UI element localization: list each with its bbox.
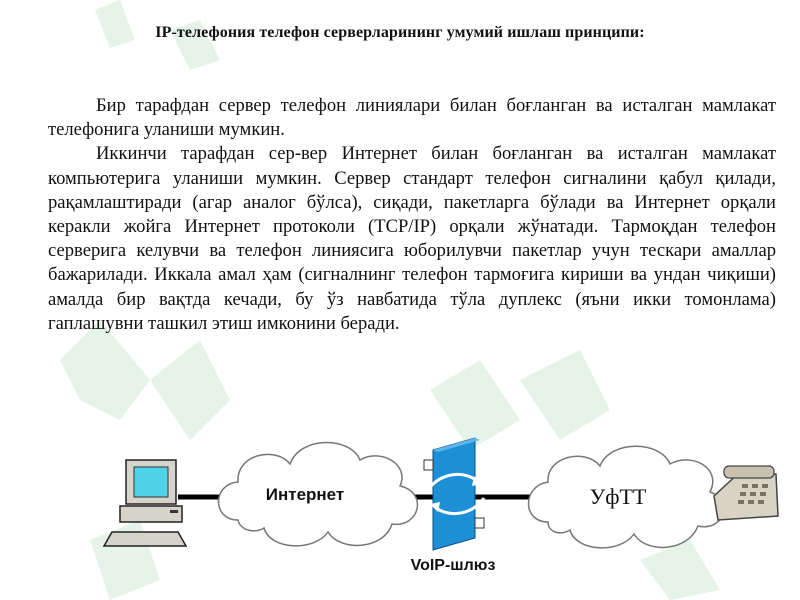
paragraph-2: Иккинчи тарафдан сер-вер Интернет билан … (48, 143, 776, 334)
internet-cloud: Интернет (217, 441, 419, 547)
computer-icon (102, 459, 188, 547)
phone-icon (713, 465, 779, 521)
voip-diagram: Интернет VoIP-шлюз УфТТ (102, 437, 779, 574)
cloud-icon (217, 441, 419, 547)
cloud-icon (527, 445, 725, 549)
internet-label: Интернет (266, 485, 344, 504)
pstn-cloud: УфТТ (527, 445, 725, 549)
gateway-label: VoIP-шлюз (411, 557, 496, 574)
pstn-label: УфТТ (590, 484, 647, 509)
document-title: IP-телефония телефон серверларининг умум… (155, 24, 645, 41)
gateway-icon: VoIP-шлюз (411, 437, 496, 574)
paragraph-1: Бир тарафдан сервер телефон линиялари би… (48, 95, 776, 141)
body-text: Бир тарафдан сервер телефон линиялари би… (48, 94, 776, 336)
